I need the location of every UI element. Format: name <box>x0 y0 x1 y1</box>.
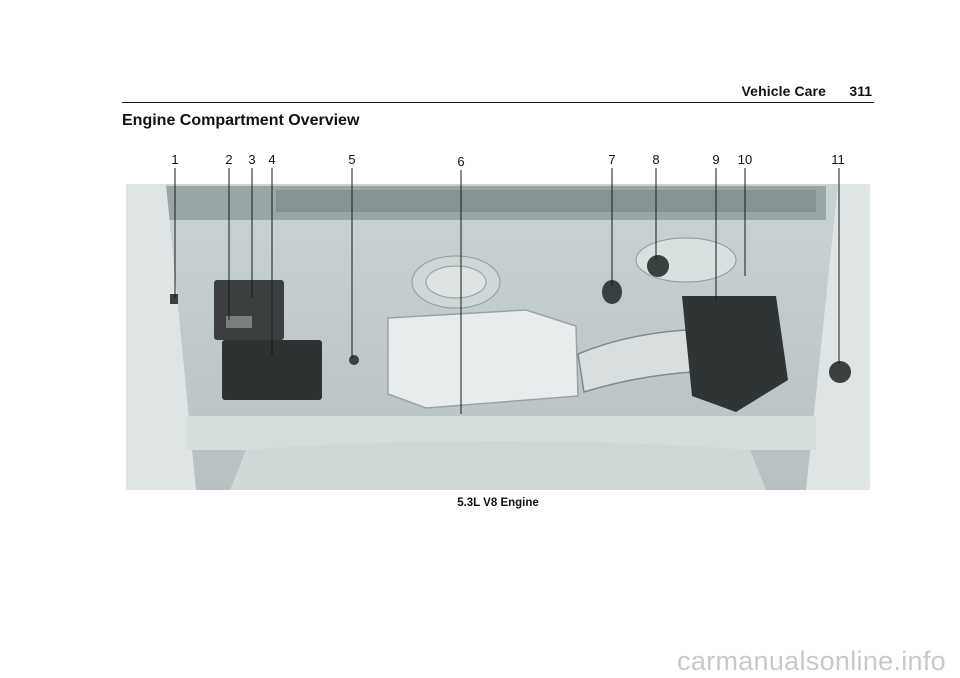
callout-1: 1 <box>171 152 178 167</box>
air-cleaner-box <box>682 296 788 412</box>
engine-cover <box>387 309 579 409</box>
callout-9: 9 <box>712 152 719 167</box>
coolant-cap <box>647 255 669 277</box>
callout-2: 2 <box>225 152 232 167</box>
running-header: Vehicle Care 311 <box>122 83 874 103</box>
fuse-block-lid <box>214 280 284 340</box>
jump-start-terminal <box>170 294 178 304</box>
watermark-text[interactable]: carmanualsonline.info <box>677 646 946 676</box>
page-number: 311 <box>849 83 872 99</box>
battery <box>222 340 322 400</box>
fuse-block-label <box>226 316 252 328</box>
engine-compartment-figure: 1 2 3 4 5 6 7 8 9 10 11 <box>126 150 870 490</box>
callout-5: 5 <box>348 152 355 167</box>
left-fender <box>126 184 196 490</box>
figure-caption: 5.3L V8 Engine <box>457 497 539 509</box>
callout-3: 3 <box>248 152 255 167</box>
callout-11: 11 <box>831 152 845 167</box>
callout-6: 6 <box>457 154 464 169</box>
callout-7: 7 <box>608 152 615 167</box>
callout-10: 10 <box>738 152 752 167</box>
callout-4: 4 <box>268 152 275 167</box>
dipstick-handle <box>349 355 359 365</box>
intake-manifold <box>411 255 501 309</box>
page-title: Engine Compartment Overview <box>122 112 360 129</box>
front-bumper-area <box>230 441 766 490</box>
cowl-vent <box>276 190 816 212</box>
washer-fluid-cap <box>829 361 851 383</box>
header-section-title: Vehicle Care <box>741 83 826 99</box>
callout-leaders <box>174 168 840 414</box>
oil-fill-cap <box>602 280 622 304</box>
header-rule <box>122 102 874 103</box>
engine-illustration: 1 2 3 4 5 6 7 8 9 10 11 <box>126 152 870 490</box>
callout-8: 8 <box>652 152 659 167</box>
right-fender <box>806 184 870 490</box>
